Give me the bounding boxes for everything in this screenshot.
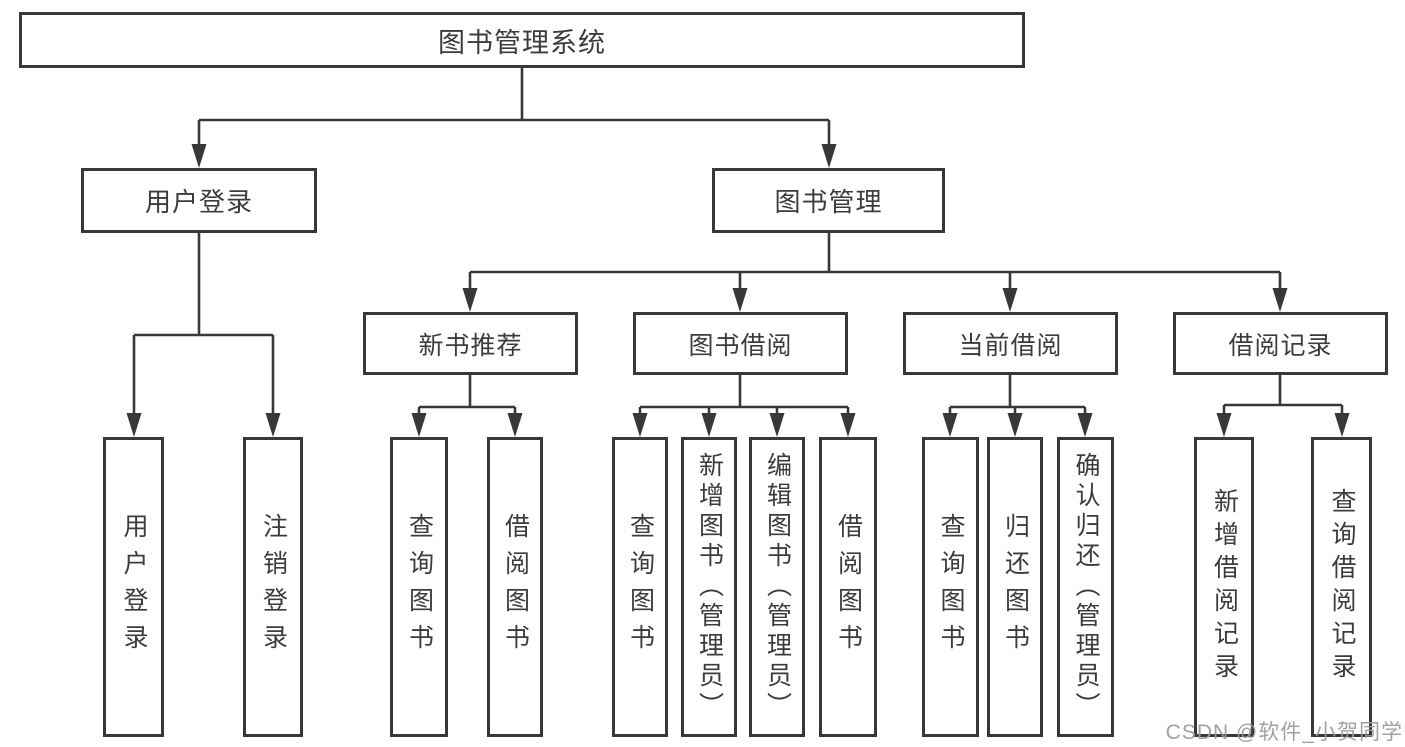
node-label: 归还图书 [1001, 513, 1030, 661]
edge-book-mgmt-to-level3 [462, 233, 1288, 312]
node-label: 图书借阅 [688, 331, 793, 360]
node-book-borrow: 图书借阅 [633, 312, 848, 375]
node-label: 编辑图书（管理员） [763, 452, 792, 722]
node-leaf-confirm-return-admin: 确认归还（管理员） [1057, 437, 1114, 737]
node-leaf-add-books-admin: 新增图书（管理员） [681, 437, 737, 737]
node-label: 确认归还（管理员） [1072, 452, 1100, 722]
node-leaf-query-books-1: 查询图书 [390, 437, 448, 737]
node-leaf-logout: 注销登录 [243, 437, 303, 737]
node-current-borrow: 当前借阅 [903, 312, 1118, 375]
node-leaf-borrow-books-2: 借阅图书 [819, 437, 877, 737]
edge-borrow-records-to-leaves [1216, 375, 1350, 437]
node-label: 借阅记录 [1228, 331, 1333, 360]
node-leaf-query-books-3: 查询图书 [922, 437, 979, 737]
node-label: 图书管理 [774, 187, 883, 217]
node-leaf-add-borrow-record: 新增借阅记录 [1194, 437, 1254, 737]
node-label: 当前借阅 [958, 331, 1063, 360]
node-label: 查询图书 [405, 513, 434, 661]
edge-new-book-recommend-to-leaves [411, 375, 523, 437]
edge-user-login-to-leaves [126, 233, 281, 437]
edge-book-borrow-to-leaves [632, 375, 856, 437]
node-library-management-system: 图书管理系统 [19, 12, 1025, 68]
edge-root-to-level2 [191, 68, 837, 168]
node-borrow-records: 借阅记录 [1173, 312, 1388, 375]
node-label: 用户登录 [120, 513, 148, 661]
node-leaf-borrow-books-1: 借阅图书 [487, 437, 543, 737]
node-user-login: 用户登录 [81, 168, 317, 233]
node-label: 图书管理系统 [438, 27, 606, 58]
edge-current-borrow-to-leaves [942, 375, 1093, 437]
node-label: 用户登录 [144, 187, 253, 217]
node-leaf-user-login: 用户登录 [103, 437, 164, 737]
node-label: 查询图书 [626, 513, 655, 661]
node-leaf-edit-books-admin: 编辑图书（管理员） [749, 437, 805, 737]
node-label: 查询图书 [937, 513, 965, 661]
node-label: 新书推荐 [418, 331, 523, 360]
node-leaf-query-borrow-record: 查询借阅记录 [1311, 437, 1372, 737]
node-label: 注销登录 [259, 513, 288, 661]
node-label: 查询借阅记录 [1328, 488, 1356, 686]
node-label: 新增借阅记录 [1210, 488, 1239, 686]
node-leaf-return-books: 归还图书 [987, 437, 1043, 737]
csdn-watermark: CSDN @软件_小贺同学 [1165, 721, 1403, 744]
node-leaf-query-books-2: 查询图书 [612, 437, 668, 737]
node-book-management: 图书管理 [712, 168, 945, 233]
node-label: 借阅图书 [834, 513, 863, 661]
node-new-book-recommend: 新书推荐 [363, 312, 578, 375]
node-label: 借阅图书 [501, 513, 530, 661]
node-label: 新增图书（管理员） [695, 452, 724, 722]
